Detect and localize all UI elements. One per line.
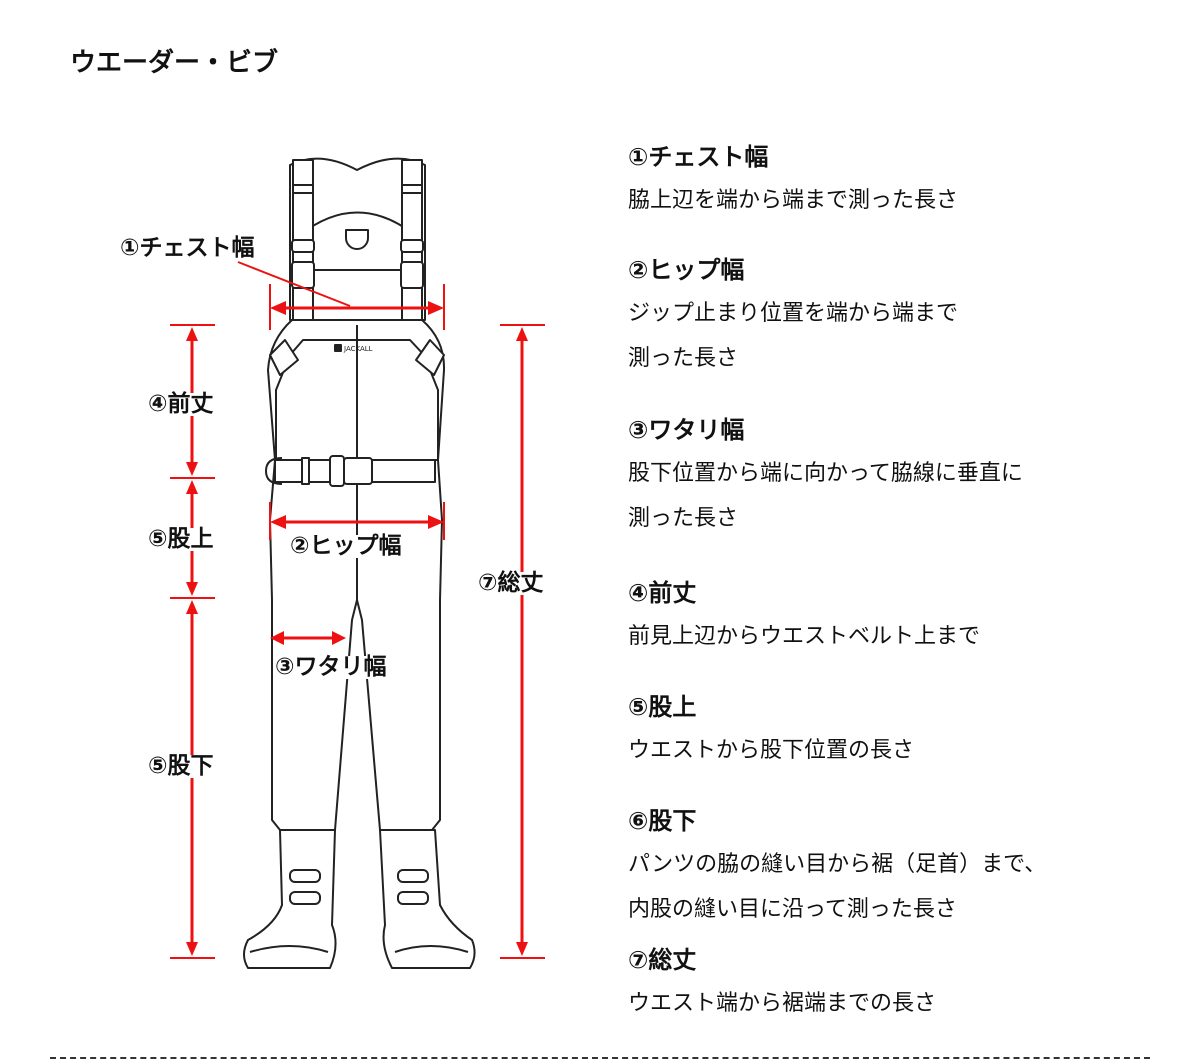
spec-heading: ⑤股上 [628, 693, 697, 721]
spec-heading: ③ワタリ幅 [628, 416, 745, 444]
spec-text: 前見上辺からウエストベルト上まで [628, 624, 981, 649]
label-total-length: ⑦総丈 [478, 570, 544, 596]
measurement-lines [170, 261, 545, 959]
spec-heading: ④前丈 [628, 579, 697, 607]
brand-logo: JACKALL [343, 345, 373, 353]
spec-total: ⑦総丈 ウエスト端から裾端までの長さ [628, 945, 936, 1026]
label-rise: ⑤股上 [148, 526, 214, 552]
spec-text: 内股の縫い目に沿って測った長さ [628, 897, 957, 922]
spec-heading: ⑦総丈 [628, 946, 697, 974]
spec-front: ④前丈 前見上辺からウエストベルト上まで [628, 578, 980, 659]
label-hip-width: ②ヒップ幅 [290, 533, 402, 559]
spec-heading: ①チェスト幅 [628, 143, 769, 171]
spec-thigh: ③ワタリ幅 股下位置から端に向かって脇線に垂直に 測った長さ [628, 415, 1023, 541]
wader-diagram: JACKALL [170, 157, 545, 969]
spec-text: 測った長さ [628, 346, 739, 371]
spec-text: 測った長さ [628, 506, 739, 531]
page-title: ウエーダー・ビブ [70, 48, 279, 78]
spec-chest: ①チェスト幅 脇上辺を端から端まで測った長さ [628, 142, 958, 223]
label-thigh-width: ③ワタリ幅 [275, 654, 387, 680]
spec-text: 脇上辺を端から端まで測った長さ [628, 188, 959, 213]
spec-rise: ⑤股上 ウエストから股下位置の長さ [628, 692, 914, 773]
spec-text: ウエストから股下位置の長さ [628, 738, 915, 763]
spec-text: パンツの脇の縫い目から裾（足首）まで、 [628, 852, 1047, 877]
label-chest-width: ①チェスト幅 [120, 235, 255, 261]
spec-text: ジップ止まり位置を端から端まで [628, 301, 959, 326]
spec-hip: ②ヒップ幅 ジップ止まり位置を端から端まで 測った長さ [628, 255, 958, 381]
spec-text: ウエスト端から裾端までの長さ [628, 991, 937, 1016]
spec-heading: ②ヒップ幅 [628, 256, 745, 284]
dashed-divider [50, 1057, 1150, 1059]
spec-text: 股下位置から端に向かって脇線に垂直に [628, 461, 1023, 486]
spec-heading: ⑥股下 [628, 807, 697, 835]
label-inseam: ⑤股下 [148, 753, 214, 779]
spec-inseam: ⑥股下 パンツの脇の縫い目から裾（足首）まで、 内股の縫い目に沿って測った長さ [628, 806, 1046, 932]
label-front-length: ④前丈 [148, 391, 214, 417]
wader-illustration: JACKALL [243, 157, 476, 969]
